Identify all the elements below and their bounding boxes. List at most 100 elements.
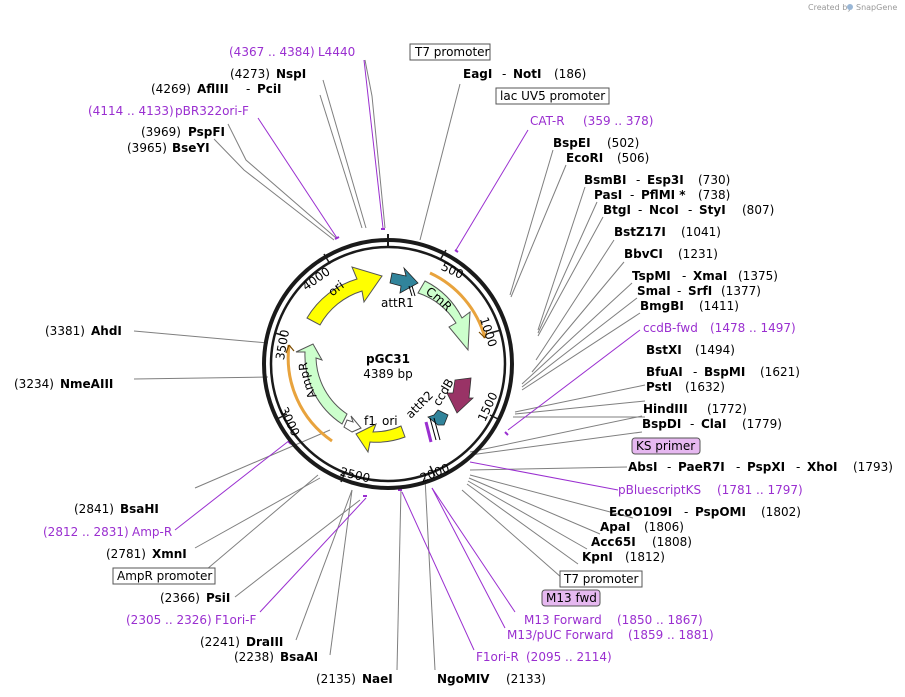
tspmi-pos: (1375)	[738, 269, 778, 283]
absi-sep1: -	[667, 460, 671, 474]
ncoi-name: NcoI	[649, 203, 679, 217]
btgi-sep2: -	[688, 203, 692, 217]
t7-promoter-top-box	[409, 43, 491, 61]
pspfi-pos: (3969)	[141, 125, 181, 139]
tick-label-3500: 3500	[273, 329, 292, 362]
t7-promoter-bottom-box	[559, 570, 643, 588]
bfuai-pos: (1621)	[760, 365, 800, 379]
pbr322ori-range: (4114 .. 4133)	[88, 104, 174, 118]
bsmbi-pos: (730)	[698, 173, 730, 187]
nmeaiii-name: NmeAIII	[60, 377, 113, 391]
noti-name: NotI	[513, 67, 542, 81]
bsahi-name: BsaHI	[120, 502, 159, 516]
tick-label-3000: 3000	[277, 405, 303, 439]
ksprimer-label: KS primer	[636, 439, 695, 453]
f1orir-name: F1ori-R	[476, 650, 519, 664]
attr2-feature	[427, 409, 449, 426]
ahdi-name: AhdI	[91, 324, 122, 338]
draiii-pos: (2241)	[200, 635, 240, 649]
leader-lines	[133, 59, 646, 671]
bbvci-pos: (1231)	[678, 247, 718, 261]
ampr-feature	[295, 343, 348, 425]
watermark-prefix: Created by	[808, 3, 852, 12]
afliii-name: AflIII	[197, 82, 229, 96]
tick-label-2000: 2000	[418, 461, 452, 485]
lacuv5-box	[495, 87, 610, 105]
btgi-sep1: -	[638, 203, 642, 217]
absi-name: AbsI	[628, 460, 657, 474]
f1orif-range: (2305 .. 2326)	[126, 613, 212, 627]
pbluescriptks-name: pBluescriptKS	[618, 483, 701, 497]
nmeaiii-pos: (3234)	[14, 377, 54, 391]
ampr-primer-name: Amp-R	[132, 525, 172, 539]
pasi-name: PasI	[594, 188, 622, 202]
smai-pos: (1377)	[721, 284, 761, 298]
site-markers	[408, 285, 441, 441]
afliii-pos: (4269)	[151, 82, 191, 96]
m13forward-range: (1850 .. 1867)	[617, 613, 703, 627]
bmgbi-pos: (1411)	[699, 299, 739, 313]
eagi-sep: -	[502, 67, 506, 81]
ngomiv-pos: (2133)	[506, 672, 546, 686]
apai-pos: (1806)	[644, 520, 684, 534]
srfi-name: SrfI	[688, 284, 712, 298]
promoter-arc-ampr	[286, 344, 333, 443]
ecoo109i-pos: (1802)	[761, 505, 801, 519]
attr1-label: attR1	[381, 296, 414, 310]
f1-feature	[343, 415, 362, 433]
bstxi-name: BstXI	[646, 343, 682, 357]
m13puc-range: (1859 .. 1881)	[628, 628, 714, 642]
kpni-pos: (1812)	[625, 550, 665, 564]
plasmid-name: pGC31	[366, 352, 410, 366]
xmai-name: XmaI	[693, 269, 727, 283]
psii-pos: (2366)	[160, 591, 200, 605]
snapgene-watermark: Created by SnapGene	[808, 3, 897, 12]
bbvci-name: BbvCI	[624, 247, 663, 261]
l4440-range: (4367 .. 4384)	[229, 45, 315, 59]
ecori-pos: (506)	[617, 151, 649, 165]
bspdi-pos: (1779)	[742, 417, 782, 431]
ampr-primer-range: (2812 .. 2831)	[43, 525, 129, 539]
backbone-inner-ring	[269, 245, 507, 483]
smai-sep: -	[677, 284, 681, 298]
absi-sep3: -	[796, 460, 800, 474]
lacuv5-label: lac UV5 promoter	[500, 89, 605, 103]
paer7i-name: PaeR7I	[678, 460, 725, 474]
cmr-feature	[417, 280, 471, 352]
f1-label: f1	[364, 414, 376, 428]
bseyi-name: BseYI	[172, 141, 210, 155]
bfuai-name: BfuAI	[646, 365, 683, 379]
bsmbi-name: BsmBI	[584, 173, 626, 187]
eagi-noti-pos: (186)	[554, 67, 586, 81]
bspei-name: BspEI	[553, 136, 591, 150]
plasmid-size: 4389 bp	[363, 367, 413, 381]
m13fwd-label: M13 fwd	[546, 591, 597, 605]
ecoo109i-sep: -	[684, 505, 688, 519]
psti-name: PstI	[646, 380, 672, 394]
bfuai-sep: -	[693, 365, 697, 379]
absi-sep2: -	[736, 460, 740, 474]
pspxi-name: PspXI	[747, 460, 785, 474]
catr-range: (359 .. 378)	[583, 114, 653, 128]
ampr-promoter-box	[112, 567, 216, 585]
styi-name: StyI	[699, 203, 726, 217]
ahdi-pos: (3381)	[45, 324, 85, 338]
nspi-pos: (4273)	[230, 67, 270, 81]
attr1-feature	[389, 266, 419, 294]
f1orif-name: F1ori-F	[215, 613, 256, 627]
acc65i-pos: (1808)	[652, 535, 692, 549]
ori-feature-top	[306, 266, 383, 326]
kpni-name: KpnI	[582, 550, 613, 564]
tspmi-sep: -	[682, 269, 686, 283]
esp3i-name: Esp3I	[647, 173, 684, 187]
pbluescriptks-range: (1781 .. 1797)	[717, 483, 803, 497]
psti-pos: (1632)	[685, 380, 725, 394]
ccdbfwd-name: ccdB-fwd	[643, 321, 698, 335]
bspmi-name: BspMI	[704, 365, 745, 379]
snapgene-logo-icon	[847, 4, 853, 10]
ccdbfwd-range: (1478 .. 1497)	[710, 321, 796, 335]
ngomiv-name: NgoMIV	[437, 672, 490, 686]
pasi-sep: -	[630, 188, 634, 202]
bspdi-name: BspDI	[642, 417, 681, 431]
